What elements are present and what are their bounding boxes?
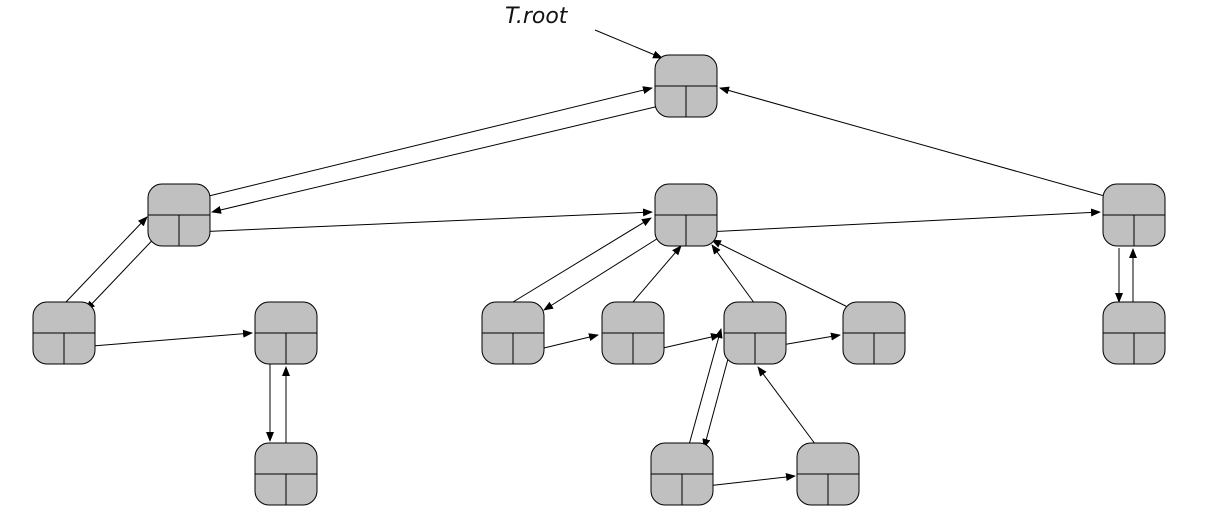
edge-n1a-to-n1b <box>79 329 253 348</box>
edge-n2b-to-n2 <box>543 333 599 349</box>
edge-n1a-to-n1 <box>65 216 148 303</box>
node-n1 <box>147 183 211 247</box>
edge-n2a-to-n2b <box>632 245 682 303</box>
node-n2c1 <box>650 442 714 506</box>
edge-n2b-to-n2c <box>662 333 721 349</box>
edge-n1-to-n2 <box>194 208 653 233</box>
node-n2 <box>654 183 718 247</box>
node-n3a <box>1102 301 1166 365</box>
edge-root-to-n1 <box>211 102 673 214</box>
node-n2d <box>842 301 906 365</box>
edge-n2c-to-n2 <box>711 244 756 305</box>
edge-n3-to-root <box>719 86 1134 205</box>
edge-label-to-root <box>594 29 663 59</box>
node-n2c2 <box>796 442 860 506</box>
edge-n2c1-to-n2c2 <box>697 473 796 488</box>
node-n1b <box>254 301 318 365</box>
node-n3 <box>1102 183 1166 247</box>
edge-n2-to-n2a <box>543 229 672 311</box>
root-label: T.root <box>505 4 568 29</box>
edge-n1-to-root <box>179 86 653 204</box>
edge-n2a-to-n2 <box>512 217 652 303</box>
edge-n2-to-n3 <box>705 208 1101 233</box>
edge-n2c1-to-n2c <box>683 328 723 464</box>
node-n2b <box>601 301 665 365</box>
node-n1a <box>32 301 96 365</box>
node-n1b1 <box>254 442 318 506</box>
edge-n1-to-n1a <box>85 227 165 311</box>
node-root <box>654 54 718 118</box>
node-n2c <box>723 301 787 365</box>
node-n2a <box>481 301 545 365</box>
